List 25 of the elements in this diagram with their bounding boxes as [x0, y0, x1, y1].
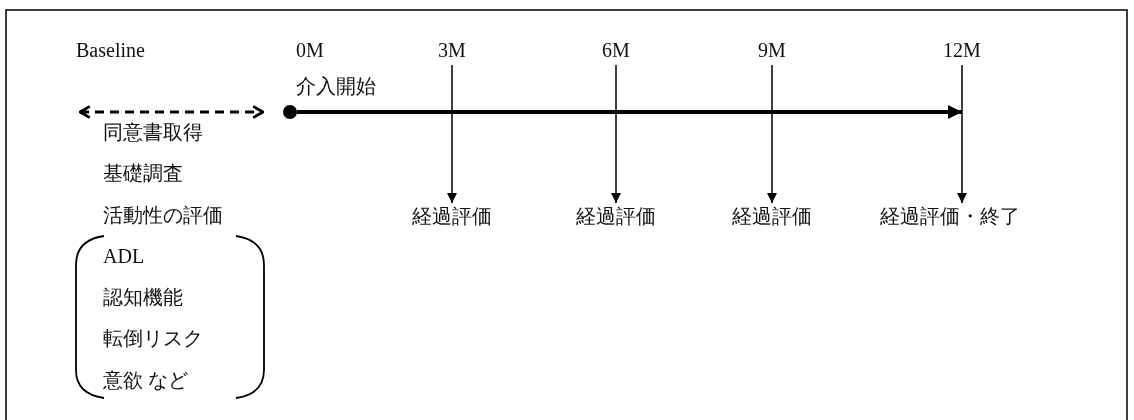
start-dot [283, 105, 297, 119]
item-label: 同意書取得 [103, 121, 203, 143]
item-label: 基礎調査 [103, 162, 183, 184]
event-label: 経過評価 [412, 205, 492, 227]
timeline-arrow [297, 105, 962, 119]
item-label: 意欲 など [103, 369, 188, 391]
arrow [447, 64, 457, 204]
event-label: 経過評価 [576, 205, 656, 227]
dashed-double-arrow [78, 105, 265, 119]
period-label: Baseline [76, 39, 145, 61]
event-label: 経過評価 [732, 205, 812, 227]
time-label: 6M [602, 39, 630, 61]
arrow [957, 64, 967, 204]
time-label: 0M [296, 39, 324, 61]
arrow [611, 64, 621, 204]
item-label: 転倒リスク [103, 327, 203, 349]
item-label: 認知機能 [103, 286, 183, 308]
item-label: ADL [103, 245, 145, 267]
event-label: 経過評価・終了 [880, 205, 1020, 227]
time-label: 12M [943, 39, 981, 61]
time-label: 3M [438, 39, 466, 61]
item-label: 活動性の評価 [103, 204, 223, 226]
note-label: 介入開始 [296, 75, 376, 97]
arrow [767, 64, 777, 204]
time-label: 9M [758, 39, 786, 61]
